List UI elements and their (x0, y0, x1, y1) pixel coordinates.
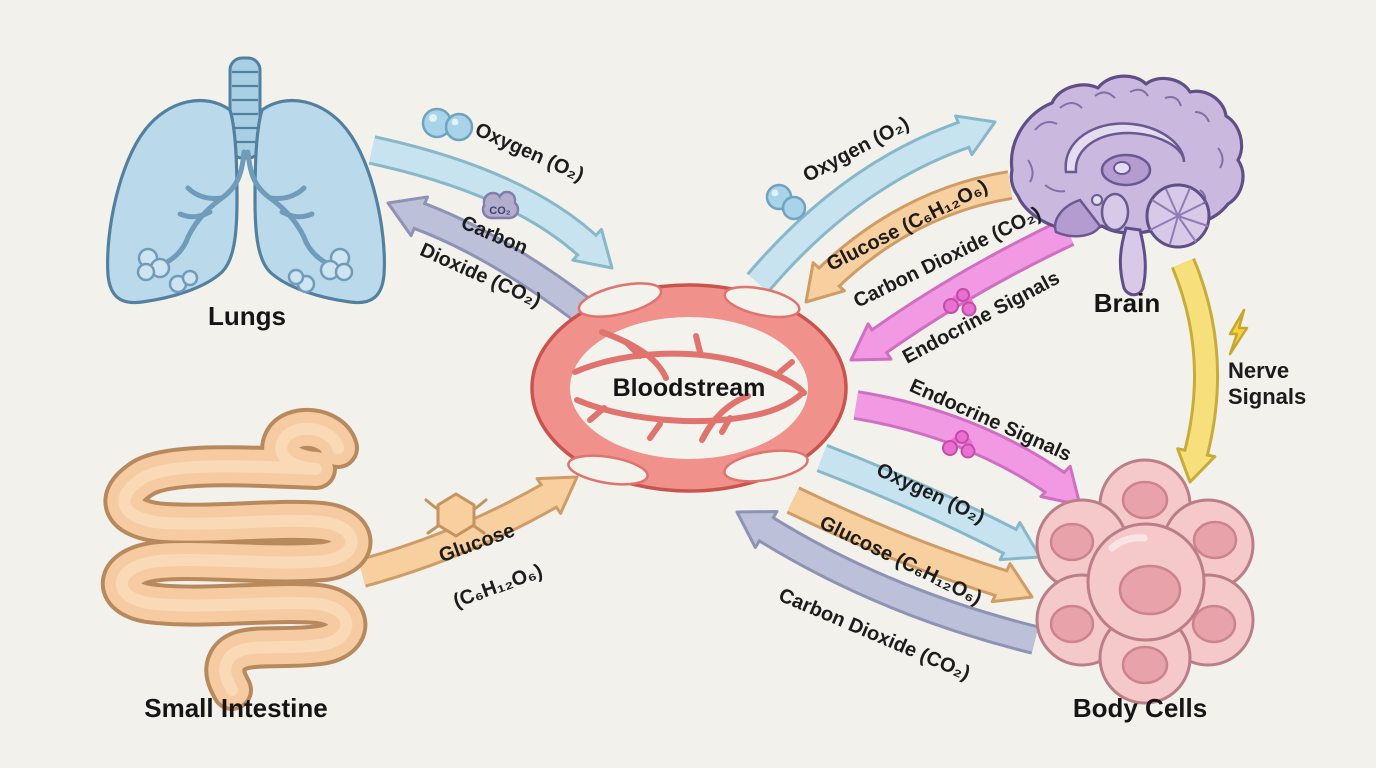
blood-vessels (572, 329, 807, 443)
lightning-bolt-icon (1228, 308, 1249, 356)
bronchial-tree (155, 149, 337, 269)
alveoli-clusters (136, 247, 354, 294)
arrow-bloodstream-to-lungs-co2 (386, 195, 595, 324)
arrow-lungs-to-bloodstream-oxygen (368, 135, 614, 270)
hormone-molecule-icon-2 (942, 430, 976, 459)
arrow-bloodstream-to-brain-oxygen (746, 114, 997, 293)
co2-cloud-label: CO₂ (489, 205, 511, 217)
arrow-brain-to-bloodstream-glucose (804, 170, 1013, 304)
small-intestine-illustration (100, 407, 373, 711)
arrow-cells-to-bloodstream-co2 (735, 510, 1039, 655)
arrow-brain-to-bloodstream-co2-endocrine (849, 218, 1075, 362)
glucose-hexagon-icon (424, 492, 488, 538)
label-nerve-signals-line1: Nerve (1228, 358, 1289, 383)
label-glucose-intestine-line2: (C₆H₁₂O₆) (450, 560, 545, 613)
bloodstream-label: Bloodstream (613, 374, 766, 402)
vessel-openings (567, 282, 809, 486)
cerebellum-striations (1149, 187, 1209, 245)
small-intestine-label: Small Intestine (144, 693, 328, 723)
arrow-bloodstream-to-cells-glucose (786, 486, 1034, 604)
hormone-molecule-icon (943, 288, 977, 317)
arrow-brain-to-cells-nerve (1170, 257, 1220, 484)
body-cells-illustration (1035, 458, 1255, 705)
label-nerve-signals-line2: Signals (1228, 384, 1306, 409)
oxygen-molecules-icon-2 (765, 183, 807, 221)
oxygen-molecules-icon (421, 107, 474, 142)
body-cells-label: Body Cells (1073, 693, 1207, 723)
lungs-label: Lungs (208, 301, 286, 331)
brain-label: Brain (1094, 288, 1160, 318)
brain-illustration (1009, 74, 1245, 297)
bloodstream-illustration (530, 282, 848, 493)
lungs-illustration (106, 56, 386, 305)
arrow-bloodstream-to-cells-oxygen (816, 444, 1042, 562)
arrow-intestine-to-bloodstream-glucose (358, 475, 579, 588)
co2-cloud-icon: CO₂ (481, 190, 520, 220)
gyri-lines (1027, 88, 1224, 205)
